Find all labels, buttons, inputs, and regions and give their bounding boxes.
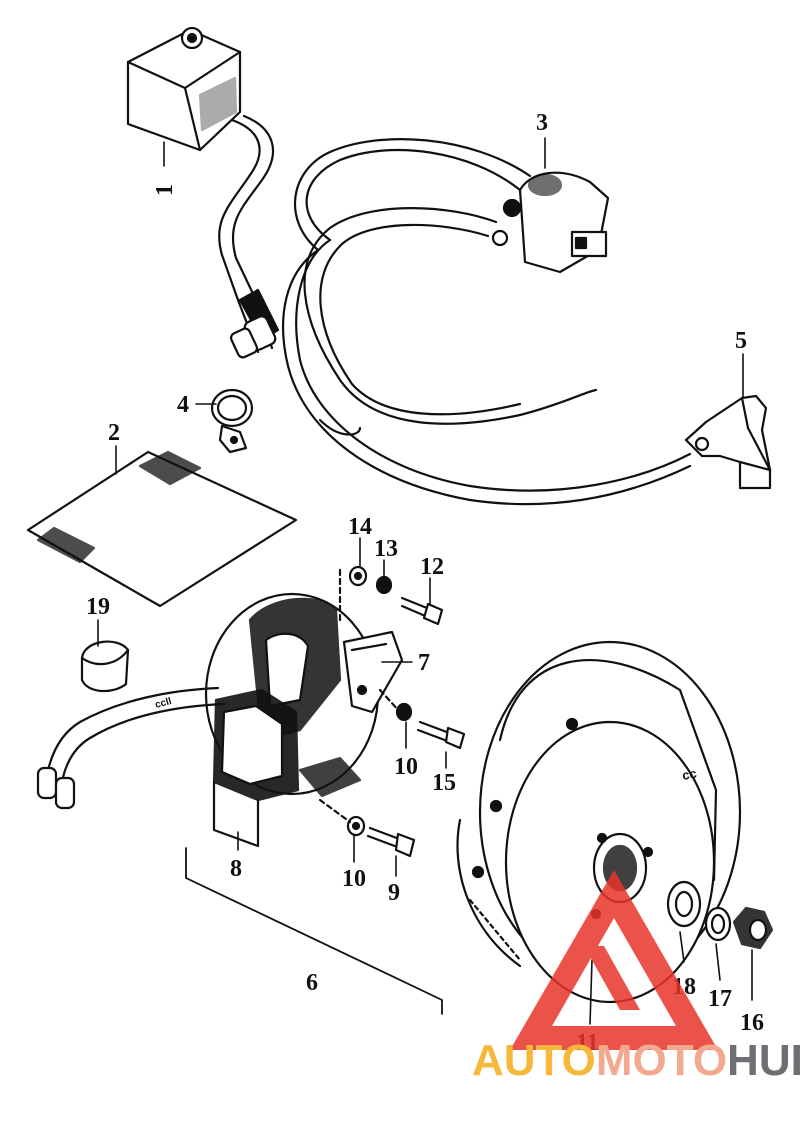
cable-clamp	[210, 388, 254, 454]
watermark-hub: HUB	[727, 1036, 800, 1085]
svg-text:AUTOMOTOHUB: AUTOMOTOHUB	[472, 1036, 800, 1085]
callout-10-upper: 10	[394, 754, 418, 780]
watermark-logo: AUTOMOTOHUB	[472, 870, 800, 1085]
watermark-triangle	[510, 870, 718, 1050]
callout-8: 8	[230, 856, 242, 882]
screw-9	[366, 826, 416, 858]
washer-13	[375, 575, 393, 595]
callout-16: 16	[740, 1010, 764, 1036]
stator-assembly	[36, 592, 404, 848]
callout-12: 12	[420, 554, 444, 580]
grommet	[80, 640, 130, 693]
callout-14: 14	[348, 514, 372, 540]
callout-19: 19	[86, 594, 110, 620]
flywheel-marking: cc	[681, 766, 698, 783]
watermark-moto: MOTO	[596, 1036, 727, 1085]
gasket-sheet	[26, 450, 298, 608]
spark-plug-cap	[684, 394, 772, 490]
spring-washer-17	[704, 906, 732, 942]
washer-10-lower	[346, 815, 366, 837]
callout-4: 4	[177, 392, 189, 418]
bracket-6	[185, 847, 443, 1015]
watermark-auto: AUTO	[472, 1036, 596, 1085]
callout-15: 15	[432, 770, 456, 796]
callout-1: 1	[152, 184, 178, 196]
screw-12	[400, 596, 444, 626]
callout-3: 3	[536, 110, 548, 136]
screw-15	[416, 720, 466, 750]
callout-17: 17	[708, 986, 732, 1012]
washer-14	[348, 565, 368, 587]
callout-2: 2	[108, 420, 120, 446]
leader-lines	[97, 137, 753, 1025]
ignition-coil	[282, 138, 692, 506]
callout-9: 9	[388, 880, 400, 906]
callout-7: 7	[418, 650, 430, 676]
washer-10-upper	[395, 702, 413, 722]
cdi-unit	[126, 26, 280, 359]
cable-marking: ccll	[154, 696, 173, 711]
nut-16	[732, 906, 774, 950]
washer-18	[666, 880, 702, 928]
callout-6: 6	[306, 970, 318, 996]
callout-10-lower: 10	[342, 866, 366, 892]
callout-13: 13	[374, 536, 398, 562]
callout-5: 5	[735, 328, 747, 354]
